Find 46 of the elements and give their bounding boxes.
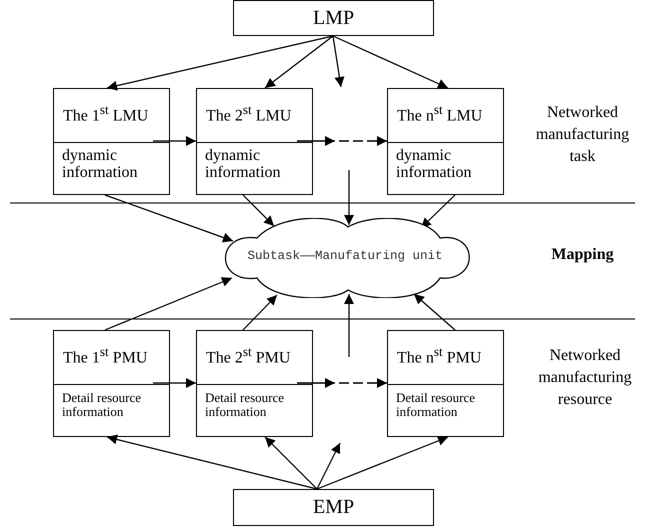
unit-box: [387, 330, 504, 437]
mapping-text: Subtask——Manufaturing unit: [246, 249, 444, 263]
arrow: [242, 194, 274, 226]
arrow: [264, 436, 318, 490]
unit-title: The 2$^{st}$ PMU: [205, 343, 292, 368]
arrow: [153, 378, 196, 388]
unit-box: [387, 88, 504, 195]
arrow: [414, 294, 456, 330]
arrow: [242, 294, 278, 330]
arrow: [344, 170, 354, 225]
unit-detail: Detail resource information: [388, 384, 503, 436]
arrow: [104, 277, 232, 331]
arrow: [420, 194, 456, 228]
unit-title: The 2$^{st}$ LMU: [205, 101, 292, 126]
unit-detail: dynamic information: [197, 142, 312, 194]
arrow: [297, 136, 387, 146]
unit-detail: Detail resource information: [197, 384, 312, 436]
unit-detail: dynamic information: [388, 142, 503, 194]
arrow: [316, 442, 341, 490]
platform-box: [233, 489, 434, 526]
arrow: [297, 378, 387, 388]
arrow: [153, 136, 196, 146]
layer-label: Networked manufacturing resource: [537, 346, 633, 410]
unit-title: The n$^{st}$ LMU: [396, 101, 484, 126]
unit-box: [53, 88, 170, 195]
arrow: [332, 36, 344, 88]
arrow: [332, 35, 448, 89]
unit-title: The 1$^{st}$ PMU: [62, 343, 148, 368]
unit-box: [196, 88, 313, 195]
unit-detail: dynamic information: [54, 142, 169, 194]
platform-name: LMP: [312, 6, 354, 30]
layer-label: Mapping: [550, 245, 615, 265]
unit-box: [196, 330, 313, 437]
arrow: [264, 36, 334, 88]
unit-box: [53, 330, 170, 437]
arrow: [344, 294, 354, 357]
layer-label: Networked manufacturing task: [534, 103, 630, 167]
platform-name: EMP: [312, 496, 354, 519]
unit-detail: Detail resource information: [54, 384, 169, 436]
platform-box: [233, 0, 434, 36]
arrow: [106, 35, 334, 91]
arrow: [106, 434, 318, 490]
unit-title: The 1$^{st}$ LMU: [62, 101, 150, 126]
unit-title: The n$^{st}$ PMU: [396, 343, 482, 368]
arrow: [104, 194, 234, 242]
arrow: [316, 436, 448, 490]
